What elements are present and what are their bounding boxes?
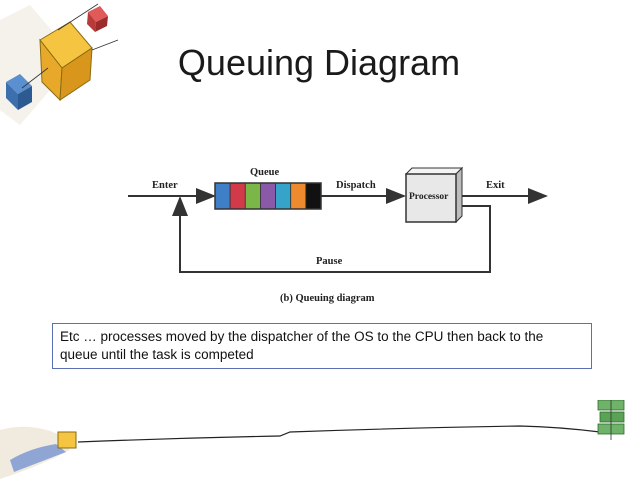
dispatch-label: Dispatch — [336, 180, 376, 191]
slide-title: Queuing Diagram — [177, 42, 461, 83]
processor-label: Processor — [409, 192, 449, 202]
diagram-caption: (b) Queuing diagram — [280, 293, 375, 304]
queue-slot — [275, 182, 292, 210]
green-blocks-icon — [597, 400, 625, 440]
queue-slot — [214, 182, 231, 210]
enter-label: Enter — [152, 180, 178, 191]
hand-pointer-icon — [0, 426, 77, 479]
queue-slot — [229, 182, 246, 210]
processor-box — [404, 166, 464, 224]
queue-slot — [244, 182, 261, 210]
red-cube-icon — [87, 6, 108, 32]
queue-slot — [305, 182, 322, 210]
queuing-diagram: Enter Queue Dispatch Processor Exit Paus… — [128, 166, 548, 304]
queue-box — [214, 182, 322, 210]
exit-label: Exit — [486, 180, 505, 191]
queue-slot — [260, 182, 276, 210]
pause-loop-arrow — [172, 196, 491, 273]
decorative-clipart-top-left — [0, 3, 119, 125]
gold-cube-icon — [39, 21, 93, 102]
pause-label: Pause — [316, 256, 343, 267]
queue-slot — [290, 182, 307, 210]
note-text-box: Etc … processes moved by the dispatcher … — [52, 323, 592, 369]
blue-cube-icon — [6, 74, 32, 110]
queue-label: Queue — [250, 167, 280, 178]
decorative-bottom-line — [0, 400, 625, 479]
